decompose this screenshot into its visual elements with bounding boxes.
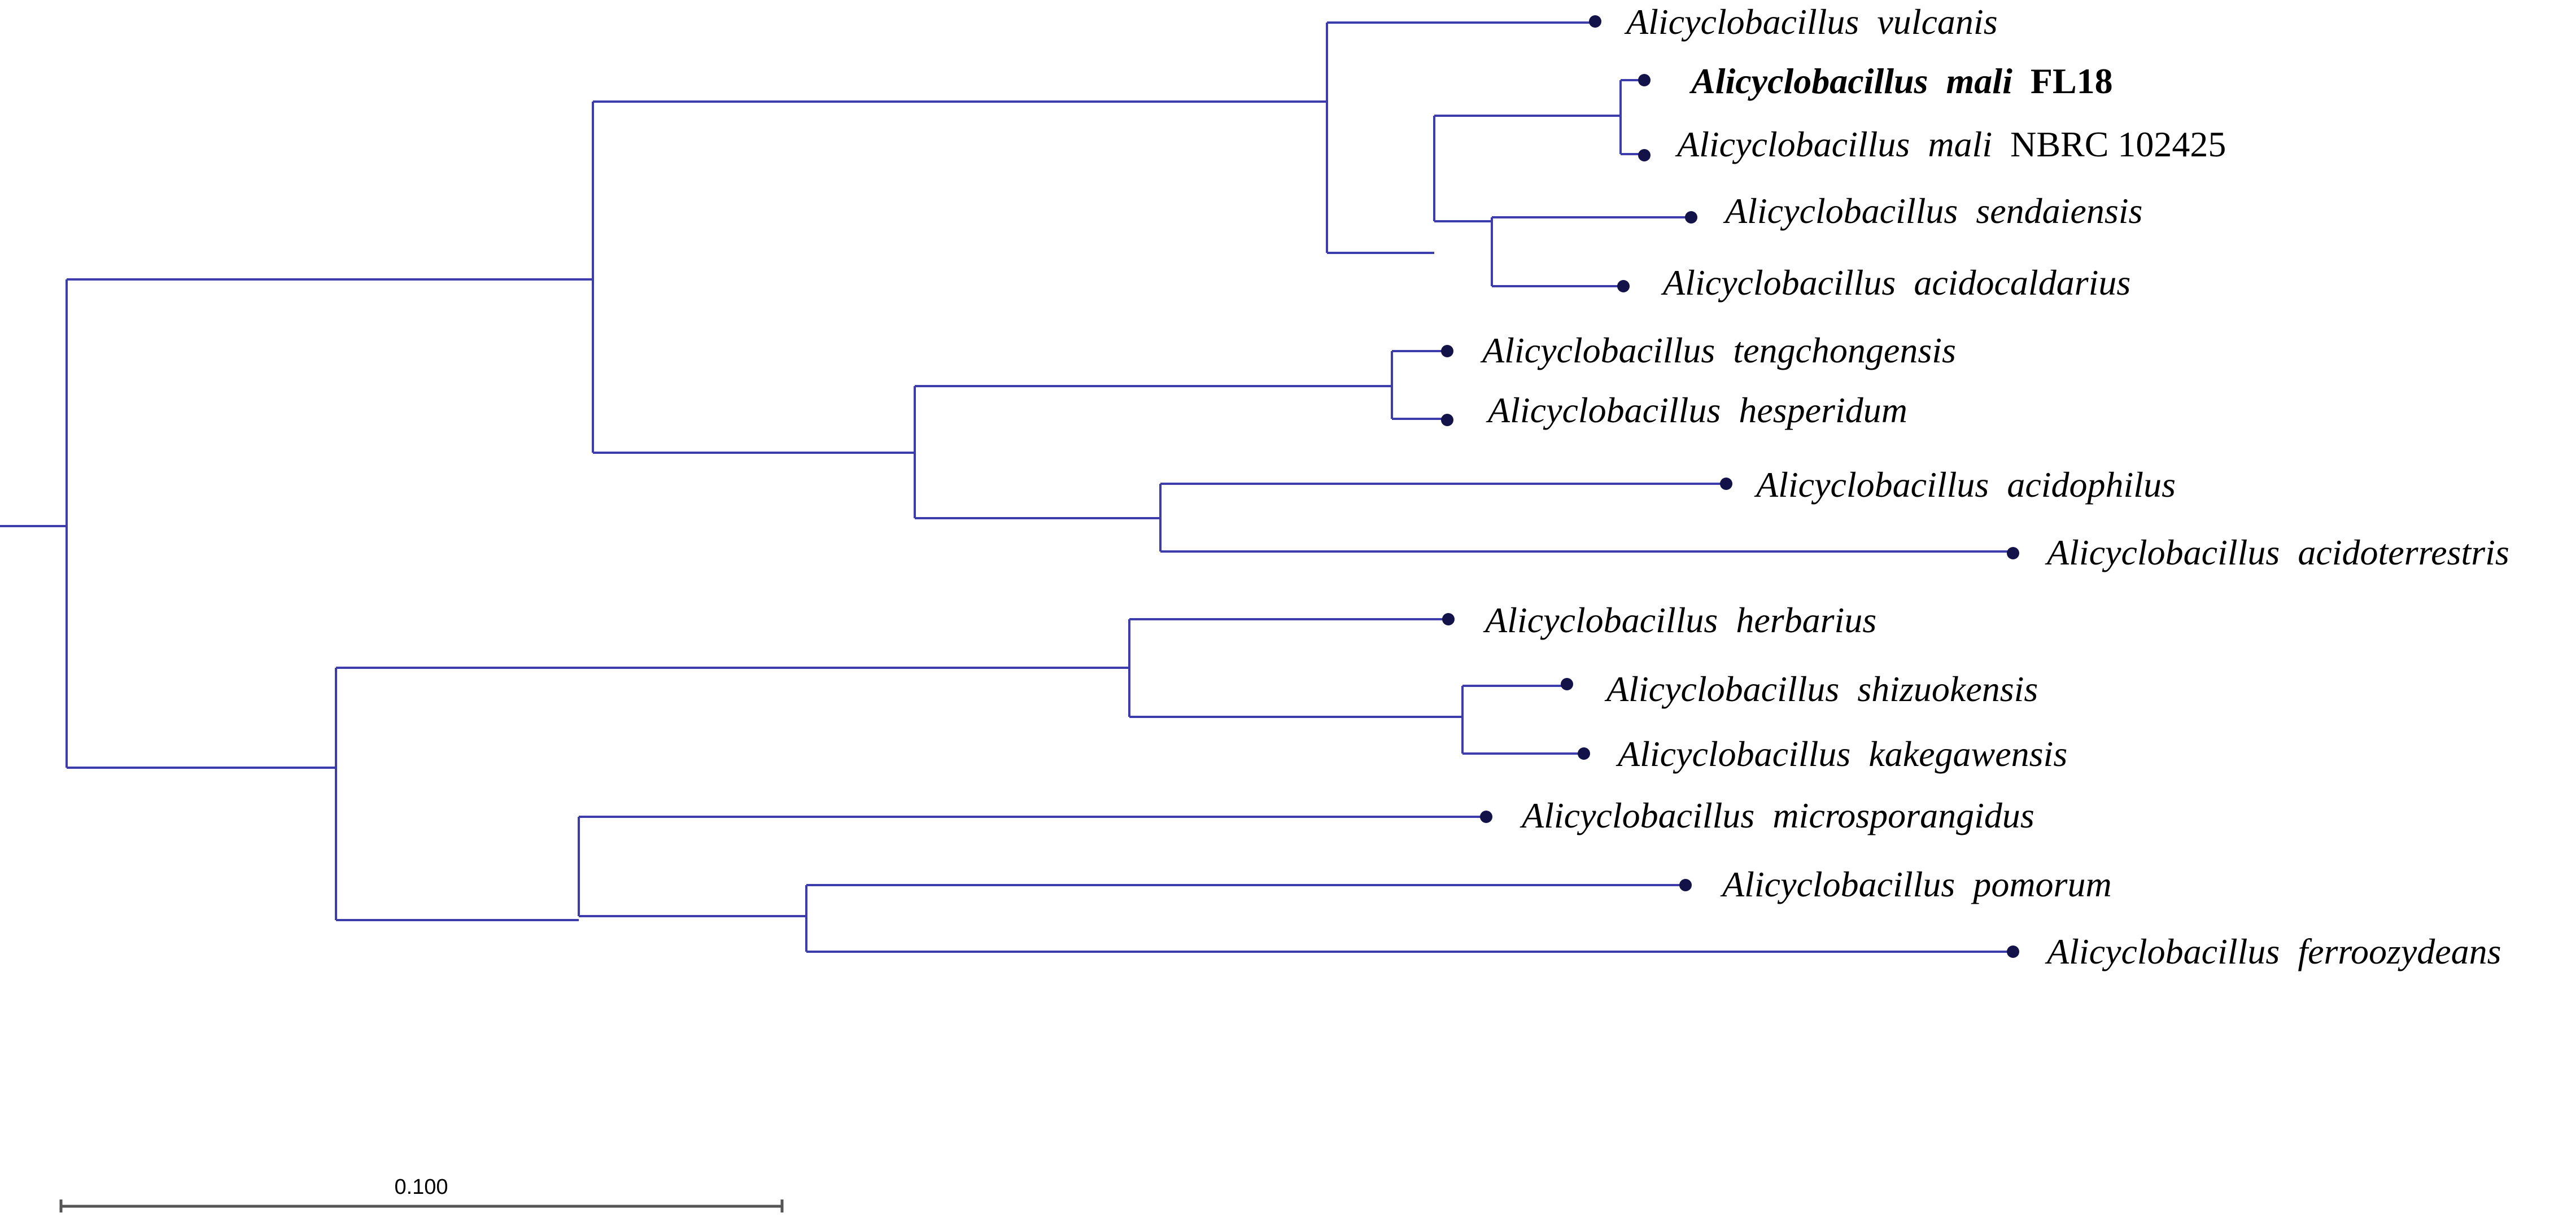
- tip-node-acidophilus: [1720, 478, 1732, 490]
- taxon-label-part: microsporangidus: [1754, 795, 2034, 835]
- taxon-label-acidoterrestris: Alicyclobacillus acidoterrestris: [2045, 532, 2509, 572]
- taxon-label-shizuokensis: Alicyclobacillus shizuokensis: [1604, 669, 2038, 709]
- tip-node-herbarius: [1442, 613, 1455, 625]
- taxon-label-part: Alicyclobacillus: [1616, 734, 1850, 774]
- taxon-label-part: Alicyclobacillus: [1754, 465, 1989, 505]
- tip-node-sendaiensis: [1685, 211, 1697, 224]
- taxon-label-part: hesperidum: [1721, 390, 1907, 430]
- taxon-label-part: herbarius: [1718, 600, 1876, 640]
- taxon-label-part: sendaiensis: [1958, 191, 2142, 231]
- taxon-label-mali-nbrc: Alicyclobacillus mali NBRC 102425: [1675, 124, 2226, 164]
- taxon-label-herbarius: Alicyclobacillus herbarius: [1483, 600, 1876, 640]
- taxon-label-part: Alicyclobacillus: [1483, 600, 1718, 640]
- tree-tips: [1441, 15, 2019, 958]
- taxon-label-part: acidophilus: [1989, 465, 2176, 505]
- taxon-label-part: shizuokensis: [1839, 669, 2038, 709]
- taxon-label-part: Alicyclobacillus: [1480, 330, 1715, 370]
- taxon-label-ferroozydeans: Alicyclobacillus ferroozydeans: [2045, 931, 2501, 971]
- taxon-label-acidophilus: Alicyclobacillus acidophilus: [1754, 465, 2176, 505]
- tree-branches: [0, 21, 2013, 953]
- taxon-label-part: vulcanis: [1859, 2, 1997, 42]
- tip-node-ferroozydeans: [2007, 945, 2019, 958]
- tip-node-tengchongensis: [1441, 345, 1453, 357]
- taxon-label-hesperidum: Alicyclobacillus hesperidum: [1486, 390, 1907, 430]
- tip-node-microsporangidus: [1480, 811, 1492, 823]
- tip-node-vulcanis: [1589, 15, 1601, 28]
- taxon-label-vulcanis: Alicyclobacillus vulcanis: [1624, 2, 1998, 42]
- taxon-label-part: Alicyclobacillus: [1661, 262, 1896, 303]
- taxon-label-part: mali: [1928, 61, 2013, 101]
- tip-node-pomorum: [1679, 879, 1692, 891]
- taxon-label-part: Alicyclobacillus: [1723, 191, 1958, 231]
- taxon-label-part: Alicyclobacillus: [1675, 124, 1910, 164]
- tip-node-mali-nbrc: [1638, 149, 1651, 161]
- taxon-label-sendaiensis: Alicyclobacillus sendaiensis: [1723, 191, 2142, 231]
- taxon-label-part: Alicyclobacillus: [1624, 2, 1859, 42]
- taxon-label-part: ferroozydeans: [2280, 931, 2501, 971]
- taxon-label-microsporangidus: Alicyclobacillus microsporangidus: [1520, 795, 2034, 835]
- tip-node-mali-fl18: [1638, 74, 1651, 86]
- taxon-label-part: acidoterrestris: [2280, 532, 2509, 572]
- taxon-label-part: Alicyclobacillus: [2045, 532, 2280, 572]
- scale-bar-label: 0.100: [394, 1175, 448, 1199]
- taxon-label-part: pomorum: [1955, 864, 2111, 904]
- tip-node-hesperidum: [1441, 414, 1453, 426]
- taxon-label-part: kakegawensis: [1850, 734, 2067, 774]
- taxon-label-part: Alicyclobacillus: [1486, 390, 1721, 430]
- taxon-label-part: Alicyclobacillus: [1604, 669, 1839, 709]
- scale-bar: 0.100: [59, 1175, 784, 1212]
- taxon-label-part: mali: [1910, 124, 1992, 164]
- taxon-labels: Alicyclobacillus vulcanisAlicyclobacillu…: [1480, 2, 2509, 971]
- taxon-label-tengchongensis: Alicyclobacillus tengchongensis: [1480, 330, 1956, 370]
- tip-node-acidoterrestris: [2007, 547, 2019, 559]
- taxon-label-part: tengchongensis: [1715, 330, 1956, 370]
- taxon-label-pomorum: Alicyclobacillus pomorum: [1720, 864, 2112, 904]
- taxon-label-mali-fl18: Alicyclobacillus mali FL18: [1689, 61, 2113, 101]
- tip-node-shizuokensis: [1561, 678, 1573, 690]
- taxon-label-part: Alicyclobacillus: [1720, 864, 1955, 904]
- taxon-label-part: acidocaldarius: [1896, 262, 2130, 303]
- taxon-label-kakegawensis: Alicyclobacillus kakegawensis: [1616, 734, 2067, 774]
- taxon-label-part: Alicyclobacillus: [1520, 795, 1754, 835]
- taxon-label-part: Alicyclobacillus: [2045, 931, 2280, 971]
- taxon-label-part: Alicyclobacillus: [1689, 61, 1928, 101]
- tip-node-acidocaldarius: [1617, 280, 1630, 292]
- tip-node-kakegawensis: [1578, 747, 1590, 760]
- taxon-label-part: NBRC 102425: [1992, 124, 2226, 164]
- taxon-label-part: FL18: [2012, 61, 2113, 101]
- taxon-label-acidocaldarius: Alicyclobacillus acidocaldarius: [1661, 262, 2130, 303]
